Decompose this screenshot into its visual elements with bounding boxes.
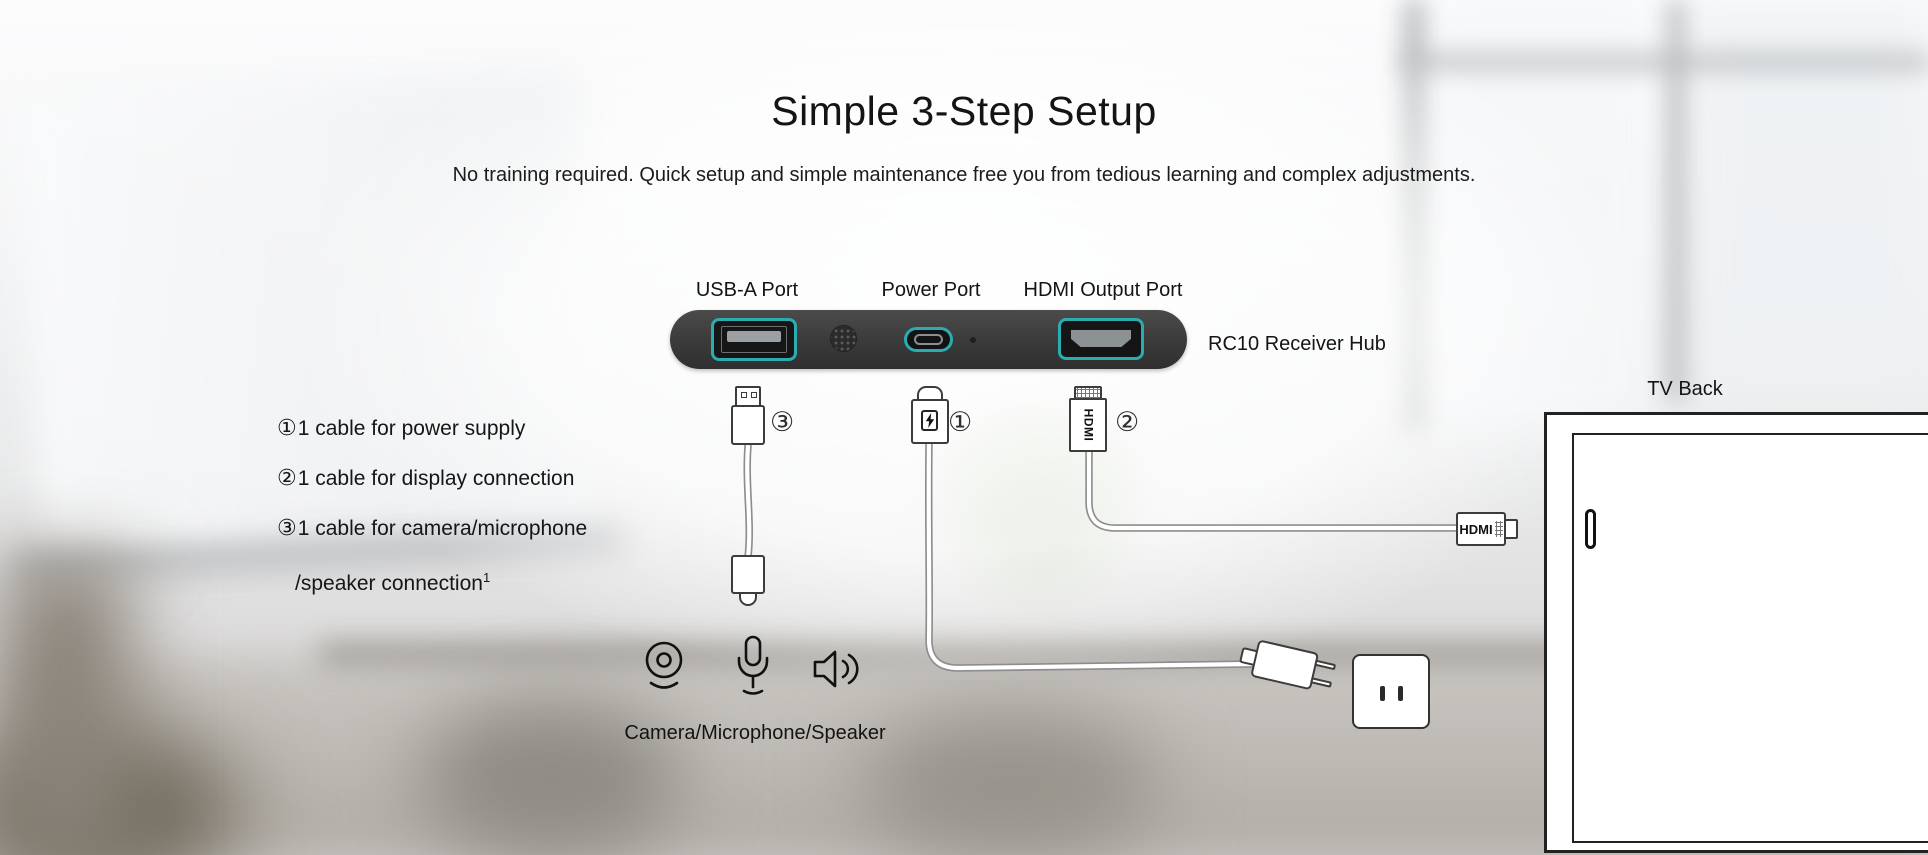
hub-name-label: RC10 Receiver Hub bbox=[1208, 333, 1386, 355]
hdmi-port bbox=[1058, 318, 1144, 360]
power-plug bbox=[1234, 622, 1346, 707]
usb-c-end-body bbox=[731, 555, 765, 594]
footnote-marker: 1 bbox=[482, 570, 491, 585]
step-display: ②1 cable for display connection bbox=[277, 465, 575, 491]
wall-outlet bbox=[1352, 654, 1430, 729]
bg-blur-window bbox=[1425, 0, 1660, 430]
hdmi-connector-label: HDMI bbox=[1080, 408, 1095, 442]
receiver-hub-device bbox=[670, 310, 1187, 369]
bg-blur-table-edge bbox=[320, 645, 1640, 663]
step-camera: ③1 cable for camera/microphone bbox=[277, 515, 588, 541]
usb-c-end-connector bbox=[731, 555, 765, 608]
hdmi-connector: HDMI bbox=[1069, 386, 1107, 452]
bg-blur-window-frame bbox=[1405, 0, 1423, 430]
bg-blur-window-frame bbox=[1400, 55, 1928, 69]
power-cable-number: ① bbox=[948, 407, 973, 437]
usb-a-connector bbox=[731, 386, 765, 446]
hdmi-plug-body: HDMI bbox=[1456, 512, 1506, 546]
hdmi-plug-label: HDMI bbox=[1459, 521, 1493, 537]
bg-blur-window-frame bbox=[1668, 0, 1684, 400]
usb-cable bbox=[745, 443, 752, 560]
devices-label: Camera/Microphone/Speaker bbox=[624, 722, 886, 744]
usb-a-metal-shield bbox=[735, 386, 761, 407]
outlet-slot bbox=[1380, 686, 1385, 701]
power-port-label: Power Port bbox=[881, 279, 981, 301]
power-connector bbox=[911, 386, 949, 444]
plug-body bbox=[1250, 639, 1320, 691]
hdmi-plug-pins bbox=[1494, 521, 1503, 537]
bg-blur-window bbox=[1688, 0, 1928, 390]
tv-back-label: TV Back bbox=[1647, 378, 1723, 400]
usb-a-connector-body bbox=[731, 405, 765, 445]
hdmi-cable-number: ② bbox=[1115, 407, 1140, 437]
usb-a-port bbox=[711, 318, 797, 361]
hdmi-connector-body: HDMI bbox=[1069, 398, 1107, 452]
hdmi-output-port-label: HDMI Output Port bbox=[1023, 279, 1183, 301]
step-camera-continued: /speaker connection1 bbox=[295, 570, 491, 595]
plug-prong bbox=[1310, 677, 1333, 688]
bg-blur-shadow bbox=[0, 560, 130, 855]
page-title: Simple 3-Step Setup bbox=[771, 88, 1157, 134]
microphone-icon bbox=[730, 634, 776, 703]
speaker-grille-icon bbox=[830, 325, 857, 352]
usb-cable-number: ③ bbox=[770, 407, 795, 437]
usb-c-end-tip bbox=[739, 592, 757, 606]
setup-steps: ①1 cable for power supply ②1 cable for d… bbox=[277, 416, 587, 616]
power-cable bbox=[926, 441, 1255, 671]
usb-c-power-port bbox=[904, 327, 953, 352]
hdmi-cable bbox=[1086, 449, 1463, 531]
usb-pin-hole bbox=[751, 392, 757, 398]
power-cable bbox=[924, 440, 1256, 672]
step-power: ①1 cable for power supply bbox=[277, 415, 526, 441]
speaker-icon bbox=[810, 644, 868, 699]
camera-icon bbox=[637, 637, 691, 700]
usb-a-port-label: USB-A Port bbox=[695, 279, 799, 301]
tv-hdmi-slot bbox=[1585, 509, 1596, 549]
hdmi-cable bbox=[1085, 448, 1464, 532]
page-subtitle: No training required. Quick setup and si… bbox=[452, 164, 1476, 186]
usb-cable bbox=[743, 442, 753, 561]
outlet-slot bbox=[1398, 686, 1403, 701]
lightning-bolt-icon bbox=[921, 410, 938, 431]
plug-prong bbox=[1314, 659, 1337, 671]
bg-blur-chair bbox=[0, 730, 240, 855]
status-led bbox=[970, 337, 976, 343]
tv-back-panel-inner bbox=[1572, 433, 1928, 843]
usb-pin-hole bbox=[741, 392, 747, 398]
hdmi-plug-tip bbox=[1504, 519, 1518, 539]
